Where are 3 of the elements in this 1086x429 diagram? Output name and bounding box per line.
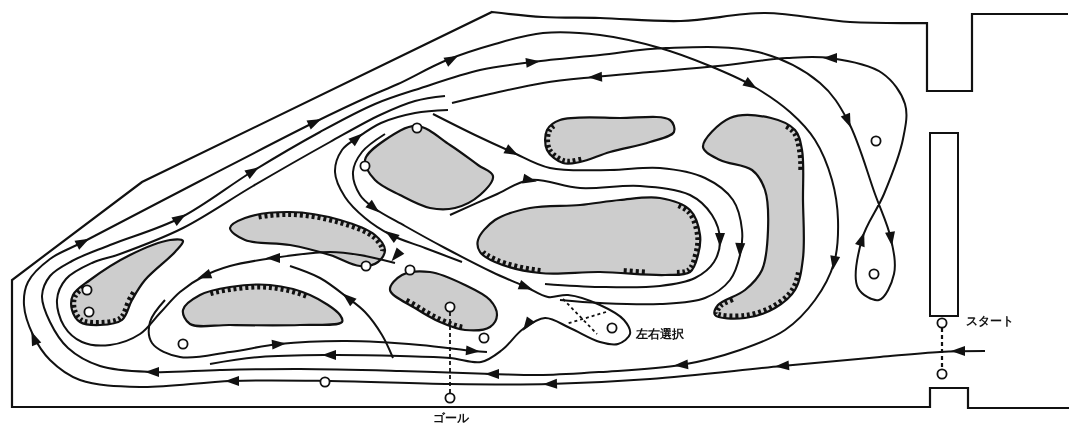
map-label: ゴール bbox=[433, 411, 469, 426]
map-label: スタート bbox=[966, 314, 1014, 329]
map-label: 左右選択 bbox=[636, 327, 684, 342]
